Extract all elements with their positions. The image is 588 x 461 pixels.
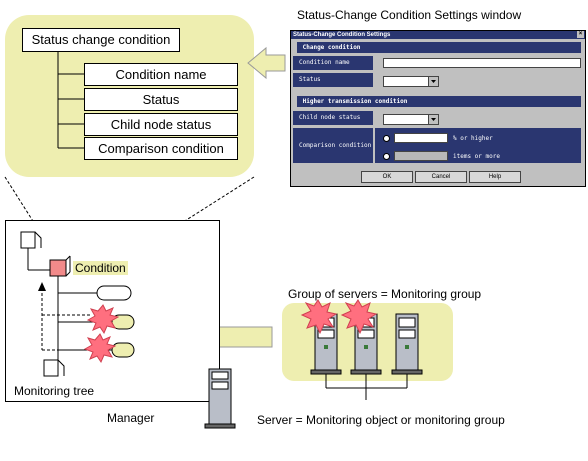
radio-items[interactable] xyxy=(383,153,390,160)
condition-name-box: Condition name xyxy=(84,63,238,86)
server-icon xyxy=(391,313,423,375)
comparison-condition-label: Comparison condition xyxy=(293,128,373,163)
group-caption: Group of servers = Monitoring group xyxy=(288,287,482,301)
section-higher-transmission: Higher transmission condition xyxy=(293,96,581,107)
status-label: Status xyxy=(293,73,373,87)
close-icon[interactable]: × xyxy=(577,31,584,38)
dropdown-arrow-icon xyxy=(428,77,438,86)
cancel-button[interactable]: Cancel xyxy=(415,171,467,183)
arrow-left-icon xyxy=(247,46,286,80)
comparison-condition-box: Comparison condition xyxy=(84,137,238,160)
status-select[interactable] xyxy=(383,76,439,87)
arrow-up-icon xyxy=(38,282,46,291)
child-node-status-label: Child node status xyxy=(293,111,373,125)
ok-button[interactable]: OK xyxy=(361,171,413,183)
condition-label: Condition xyxy=(73,261,128,275)
burst-icon xyxy=(86,304,120,335)
or-higher-label: % or higher xyxy=(453,135,493,142)
server-caption: Server = Monitoring object or monitoring… xyxy=(257,413,505,427)
window-caption: Status-Change Condition Settings window xyxy=(297,8,522,22)
manager-caption: Manager xyxy=(107,411,155,425)
monitoring-tree-label: Monitoring tree xyxy=(14,384,95,398)
status-change-condition-box: Status change condition xyxy=(22,28,180,52)
child-node-status-select[interactable] xyxy=(383,114,439,125)
window-title: Status-Change Condition Settings xyxy=(293,32,391,38)
radio-percent[interactable] xyxy=(383,135,390,142)
manager-panel xyxy=(5,220,220,402)
leaf-node-icon xyxy=(96,285,132,301)
dropdown-arrow-icon xyxy=(428,115,438,124)
condition-name-input[interactable] xyxy=(383,58,581,68)
items-input[interactable] xyxy=(394,151,448,161)
burst-icon xyxy=(340,299,378,335)
section-change-condition: Change condition xyxy=(293,42,581,53)
percent-input[interactable] xyxy=(394,133,448,143)
help-button[interactable]: Help xyxy=(469,171,521,183)
burst-icon xyxy=(300,299,338,335)
leaf-node-icon xyxy=(111,342,135,358)
window-titlebar: Status-Change Condition Settings × xyxy=(291,31,585,39)
status-box: Status xyxy=(84,88,238,111)
items-or-more-label: items or more xyxy=(453,153,500,160)
condition-name-label: Condition name xyxy=(293,56,373,70)
status-change-settings-window: Status-Change Condition Settings × Chang… xyxy=(290,30,586,187)
burst-icon xyxy=(83,333,117,364)
child-node-status-box: Child node status xyxy=(84,113,238,136)
